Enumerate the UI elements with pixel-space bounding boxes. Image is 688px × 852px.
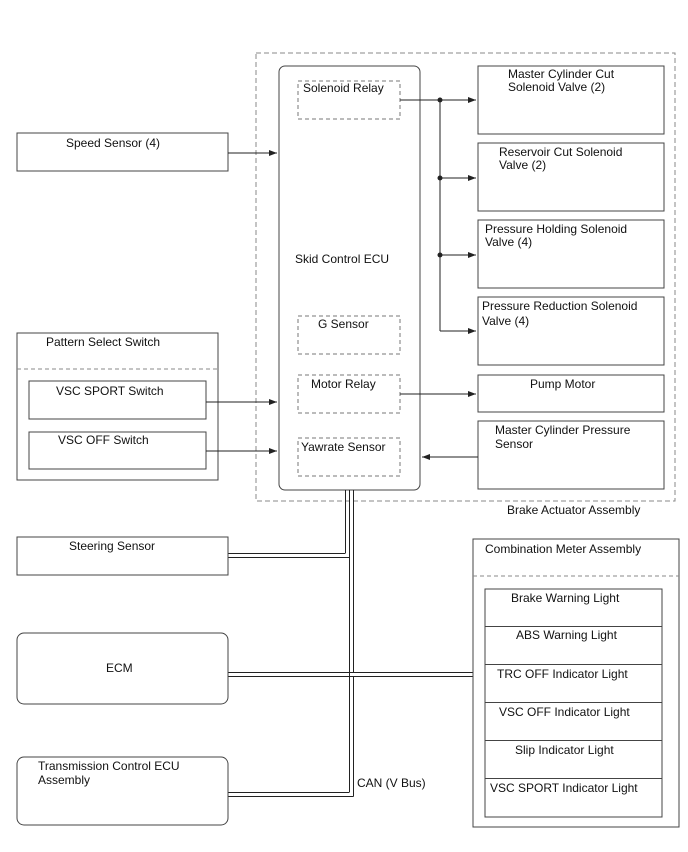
master-cylinder-cut-valve-line2: Solenoid Valve (2) xyxy=(508,80,605,94)
vsc-off-indicator-light-label: VSC OFF Indicator Light xyxy=(499,705,630,719)
g-sensor-box xyxy=(297,315,401,355)
pressure-holding-valve-line2: Valve (4) xyxy=(485,235,532,249)
vsc-off-switch-box xyxy=(28,431,207,470)
slip-indicator-light-label: Slip Indicator Light xyxy=(515,743,614,757)
can-bus-label: CAN (V Bus) xyxy=(357,776,426,790)
g-sensor-label: G Sensor xyxy=(318,317,369,331)
pump-motor-box xyxy=(477,374,665,413)
pressure-holding-valve-line1: Pressure Holding Solenoid xyxy=(485,222,627,236)
indicator-light-list xyxy=(484,588,663,818)
brake-actuator-assembly-boundary xyxy=(255,52,676,502)
transmission-ecu-line1: Transmission Control ECU xyxy=(38,759,180,773)
brake-warning-light-label: Brake Warning Light xyxy=(511,591,620,605)
pressure-reduction-valve-line1: Pressure Reduction Solenoid xyxy=(482,299,637,313)
reservoir-cut-valve-box xyxy=(477,142,665,212)
solenoid-relay-label: Solenoid Relay xyxy=(303,81,384,95)
vsc-sport-switch-box xyxy=(28,380,207,420)
junction-dot xyxy=(437,97,443,103)
steering-sensor-label: Steering Sensor xyxy=(69,539,155,553)
transmission-ecu-line2: Assembly xyxy=(38,773,90,787)
yawrate-sensor-label: Yawrate Sensor xyxy=(301,440,386,454)
combination-meter-assembly-label: Combination Meter Assembly xyxy=(485,542,641,556)
ecm-box xyxy=(16,632,229,705)
trc-off-indicator-light-label: TRC OFF Indicator Light xyxy=(497,667,628,681)
vsc-sport-switch-label: VSC SPORT Switch xyxy=(56,384,164,398)
master-cylinder-cut-valve-box xyxy=(477,65,665,135)
master-cylinder-pressure-sensor-line1: Master Cylinder Pressure xyxy=(495,423,631,437)
speed-sensor-label: Speed Sensor (4) xyxy=(66,136,160,150)
pressure-holding-valve-box xyxy=(477,219,665,289)
abs-warning-light-label: ABS Warning Light xyxy=(516,628,618,642)
steering-sensor-box xyxy=(16,536,229,576)
junction-dot xyxy=(437,252,443,258)
skid-control-ecu-label: Skid Control ECU xyxy=(295,252,389,266)
pump-motor-label: Pump Motor xyxy=(530,377,595,391)
junction-dot xyxy=(437,175,443,181)
pressure-reduction-valve-box xyxy=(477,296,665,366)
reservoir-cut-valve-line2: Valve (2) xyxy=(499,158,546,172)
master-cylinder-cut-valve-line1: Master Cylinder Cut xyxy=(508,67,615,81)
can-bus xyxy=(228,490,473,797)
transmission-ecu-box xyxy=(16,756,229,826)
pressure-reduction-valve-line2: Valve (4) xyxy=(482,314,529,328)
reservoir-cut-valve-line1: Reservoir Cut Solenoid xyxy=(499,145,622,159)
vsc-off-switch-label: VSC OFF Switch xyxy=(58,433,149,447)
skid-control-ecu-box xyxy=(278,65,421,491)
pattern-select-switch-label: Pattern Select Switch xyxy=(46,335,160,349)
master-cylinder-pressure-sensor-box xyxy=(477,420,665,490)
master-cylinder-pressure-sensor-line2: Sensor xyxy=(495,437,533,451)
yawrate-sensor-box xyxy=(297,437,401,477)
ecm-label: ECM xyxy=(106,661,133,675)
motor-relay-label: Motor Relay xyxy=(311,377,376,391)
brake-actuator-assembly-label: Brake Actuator Assembly xyxy=(507,503,640,517)
vsc-sport-indicator-light-label: VSC SPORT Indicator Light xyxy=(490,781,638,795)
speed-sensor-box xyxy=(16,132,229,172)
